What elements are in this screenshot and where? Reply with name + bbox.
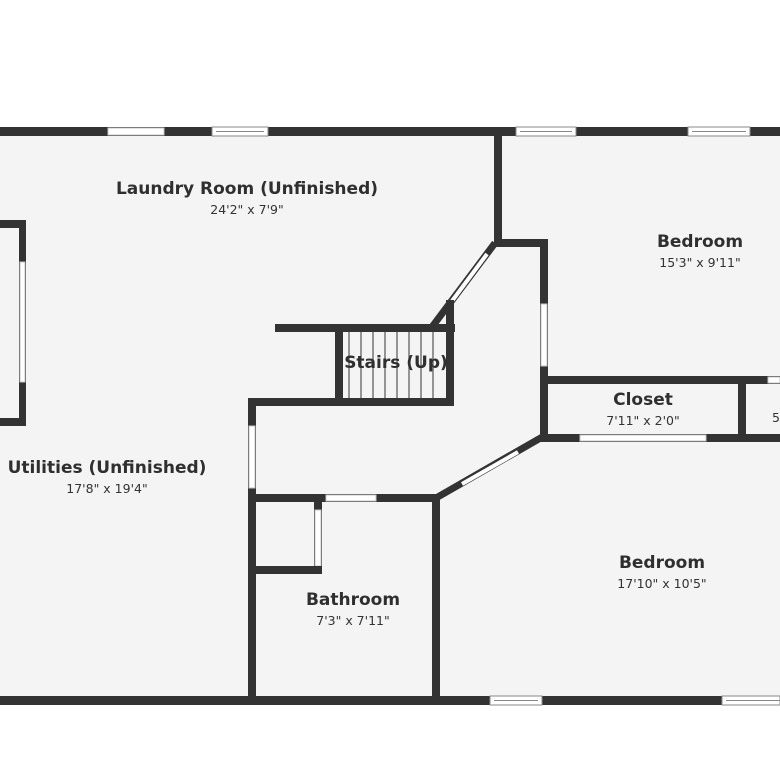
left-partition [0,220,26,426]
closet-top-opening [767,376,780,384]
window [687,126,751,137]
room-labels: Laundry Room (Unfinished) 24'2" x 7'9" B… [8,179,780,628]
bedroom-opening [540,303,548,367]
closet-name: Closet [613,390,673,410]
floor-area [0,131,780,701]
window [515,126,577,137]
closet-dims: 7'11" x 2'0" [606,413,679,428]
utilities-name: Utilities (Unfinished) [8,458,207,478]
hall-opening [248,425,256,489]
bedroom-bottom-name: Bedroom [619,553,705,573]
partition-opening [19,261,26,383]
stair-treads [348,332,434,398]
bathroom-dims: 7'3" x 7'11" [316,613,389,628]
closet-partial-dims: 5 [772,410,780,425]
stairs-label: Stairs (Up) [344,353,448,373]
bathroom-name: Bathroom [306,590,400,610]
laundry-room-name: Laundry Room (Unfinished) [116,179,378,199]
linen-opening [314,509,322,567]
interior-walls [248,131,780,701]
bedroom-top-dims: 15'3" x 9'11" [659,255,740,270]
window [489,695,543,706]
bath-door-opening [325,494,377,502]
diagonal-opening-upper [450,252,489,303]
closet-door-opening [579,434,707,442]
window [211,126,269,137]
diagonal-opening-lower [461,450,519,486]
bedroom-top-name: Bedroom [657,232,743,252]
utilities-dims: 17'8" x 19'4" [66,481,147,496]
exterior-openings [107,126,780,706]
bedroom-bottom-dims: 17'10" x 10'5" [617,576,706,591]
top-wall-opening [107,127,165,136]
window [721,695,780,706]
exterior-walls [0,127,780,705]
bottom-exterior-wall [0,696,780,705]
laundry-room-dims: 24'2" x 7'9" [210,202,283,217]
top-exterior-wall [0,127,780,136]
